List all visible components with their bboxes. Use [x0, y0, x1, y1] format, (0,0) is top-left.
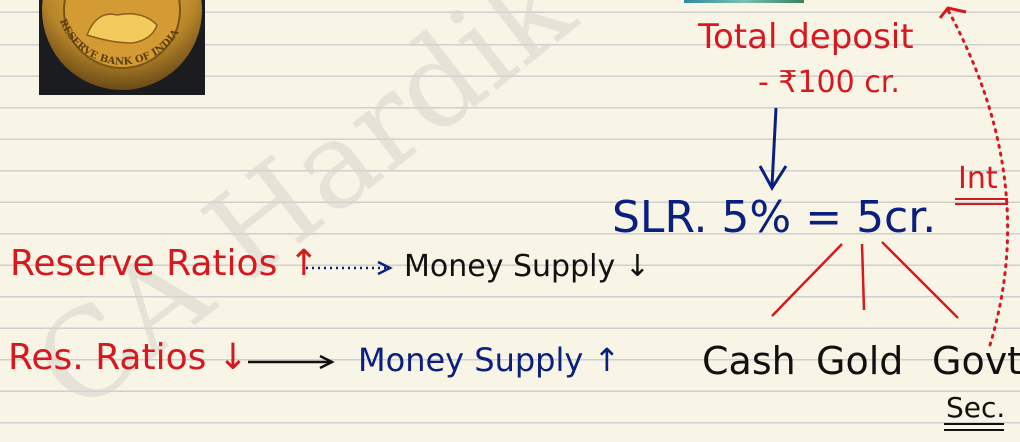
screenshot-strip — [684, 0, 804, 3]
total-deposit-label: Total deposit — [698, 17, 914, 57]
interest-label: Int — [958, 161, 998, 196]
rbi-seal-logo: RESERVE BANK OF INDIA — [39, 0, 205, 95]
slr-cash: Cash — [702, 339, 796, 383]
dotted-curve-arrow — [946, 8, 1010, 347]
dotted-arrow-tip — [377, 260, 393, 276]
down-arrow-head — [758, 165, 788, 191]
slr-equation: SLR. 5% = 5cr. — [612, 192, 937, 243]
branch-line-gold — [860, 243, 866, 311]
money-supply-down: Money Supply ↓ — [404, 249, 650, 284]
down-arrow-shaft — [770, 107, 778, 187]
reserve-ratios-down-label: Res. Ratios ↓ — [8, 337, 248, 378]
slr-securities: Sec. — [946, 391, 1006, 424]
slr-govt: Govt — [932, 339, 1020, 383]
branch-line-cash — [771, 243, 843, 317]
total-deposit-amount: - ₹100 cr. — [758, 65, 900, 100]
branch-line-govt — [881, 241, 959, 319]
slr-gold: Gold — [816, 339, 904, 383]
solid-arrow-tip — [319, 354, 335, 370]
reserve-ratios-up-label: Reserve Ratios ↑ — [10, 243, 319, 284]
money-supply-up: Money Supply ↑ — [358, 341, 621, 379]
dotted-arrow-head — [938, 6, 967, 19]
